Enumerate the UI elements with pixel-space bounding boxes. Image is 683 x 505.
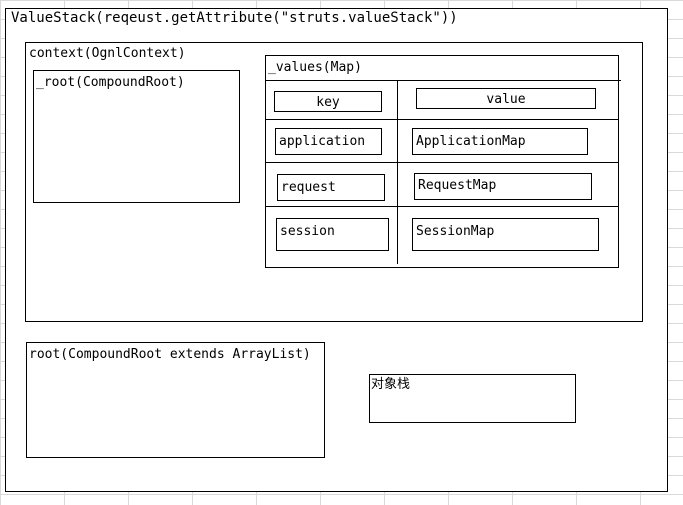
map-key-cell: session (276, 218, 389, 251)
map-row-divider (265, 119, 619, 120)
context-label: context(OgnlContext) (29, 46, 186, 61)
map-value-cell: ApplicationMap (412, 128, 588, 155)
map-value-cell: SessionMap (412, 218, 599, 251)
map-column-divider (397, 81, 398, 264)
map-value-header: value (416, 88, 596, 109)
root-label: root(CompoundRoot extends ArrayList) (29, 347, 311, 362)
root-box (26, 342, 325, 458)
context-root-box (33, 70, 240, 203)
map-row-divider (265, 206, 619, 207)
values-map-label: _values(Map) (268, 60, 362, 75)
map-key-cell: application (275, 128, 382, 155)
value-stack-label: ValueStack(reqeust.getAttribute("struts.… (11, 10, 458, 26)
map-key-header: key (274, 91, 382, 112)
map-row-divider (265, 162, 619, 163)
map-key-cell: request (277, 174, 385, 201)
object-stack-label: 对象栈 (371, 377, 411, 392)
map-header-divider (265, 80, 621, 81)
map-value-cell: RequestMap (414, 173, 592, 200)
object-stack-box (369, 374, 576, 423)
context-root-label: _root(CompoundRoot) (36, 75, 185, 90)
